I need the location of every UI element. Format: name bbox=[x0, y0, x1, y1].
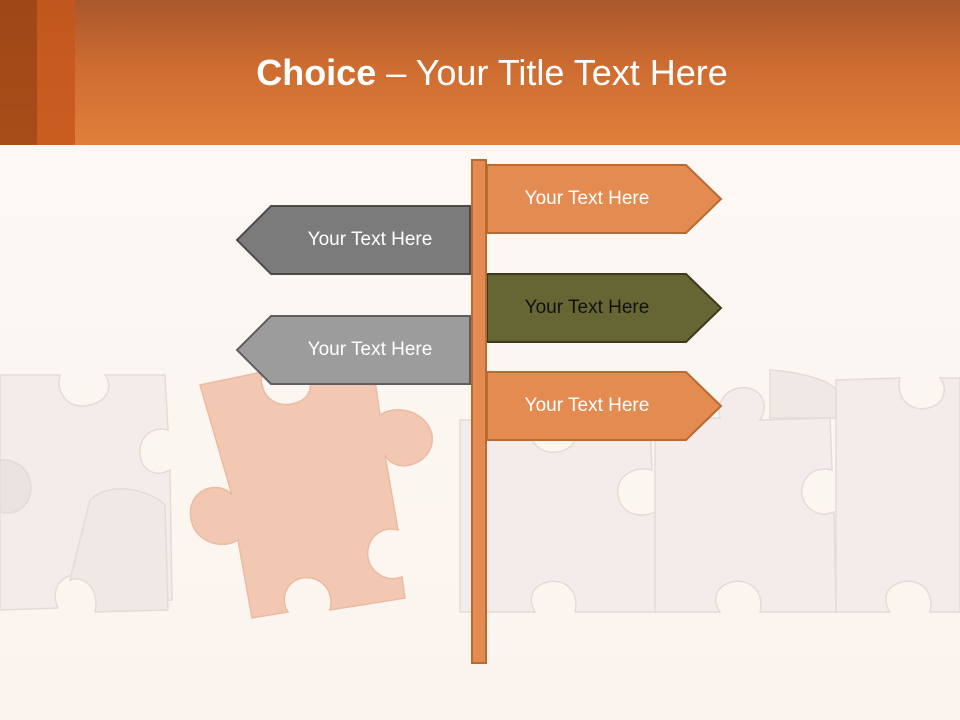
sign-arrow-4[interactable] bbox=[235, 315, 471, 385]
sign-arrow-1[interactable] bbox=[486, 164, 723, 234]
slide-title-rest: – Your Title Text Here bbox=[376, 52, 728, 93]
sign-arrow-3[interactable] bbox=[486, 273, 723, 343]
sign-label-2[interactable]: Your Text Here bbox=[307, 229, 433, 250]
sign-label-3[interactable]: Your Text Here bbox=[524, 297, 650, 318]
header-accent-bar-dark bbox=[0, 0, 37, 145]
sign-arrow-5[interactable] bbox=[486, 371, 723, 441]
sign-arrow-2[interactable] bbox=[235, 205, 471, 275]
sign-label-5[interactable]: Your Text Here bbox=[524, 395, 650, 416]
header-accent-bar-light bbox=[37, 0, 75, 145]
sign-label-1[interactable]: Your Text Here bbox=[524, 188, 650, 209]
sign-label-4[interactable]: Your Text Here bbox=[307, 339, 433, 360]
slide-title-bold: Choice bbox=[256, 52, 377, 93]
slide-title: Choice – Your Title Text Here bbox=[0, 52, 960, 94]
signpost-pole bbox=[471, 159, 487, 664]
header-banner: Choice – Your Title Text Here bbox=[0, 0, 960, 145]
